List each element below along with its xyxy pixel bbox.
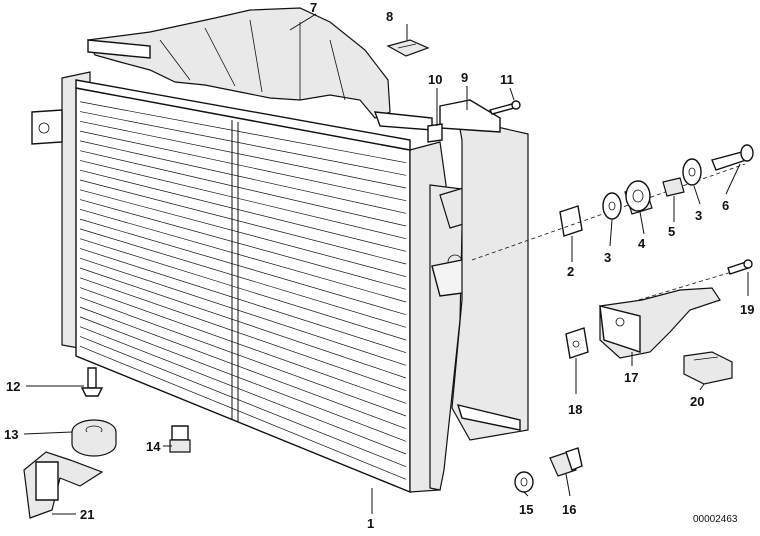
callout-12: 12 [6,379,20,394]
leader-lines [23,13,749,515]
nut-10 [427,123,443,143]
callout-2: 2 [567,264,574,279]
callout-18: 18 [568,402,582,417]
callout-20: 20 [690,394,704,409]
clip-18 [565,327,589,359]
callout-6: 6 [722,198,729,213]
callout-15: 15 [519,502,533,517]
callout-3a: 3 [604,250,611,265]
callout-16: 16 [562,502,576,517]
lower-left-hardware [23,367,191,519]
fan-shroud [87,7,433,131]
callout-1: 1 [367,516,374,531]
radiator [31,71,501,494]
callout-13: 13 [4,427,18,442]
screw-11 [488,100,521,115]
grommet-20 [683,351,733,385]
document-number: 00002463 [693,514,738,525]
callout-7: 7 [310,0,317,15]
bolt-16 [549,447,583,477]
callout-3b: 3 [695,208,702,223]
callout-21: 21 [80,507,94,522]
callout-5: 5 [668,224,675,239]
radiator-fins [79,101,407,480]
callout-10: 10 [428,72,442,87]
callout-11: 11 [500,72,514,87]
callout-9: 9 [461,70,468,85]
callout-8: 8 [386,9,393,24]
callout-17: 17 [624,370,638,385]
side-bracket [439,99,529,441]
clip-part [386,39,430,57]
callouts: 1 2 3 3 4 5 6 7 8 9 10 11 12 13 14 15 16… [4,0,754,531]
washer-15 [514,471,534,493]
callout-14: 14 [146,439,161,454]
mount-hardware [471,144,754,261]
callout-4: 4 [638,236,646,251]
callout-19: 19 [740,302,754,317]
bracket-17 [599,287,721,359]
